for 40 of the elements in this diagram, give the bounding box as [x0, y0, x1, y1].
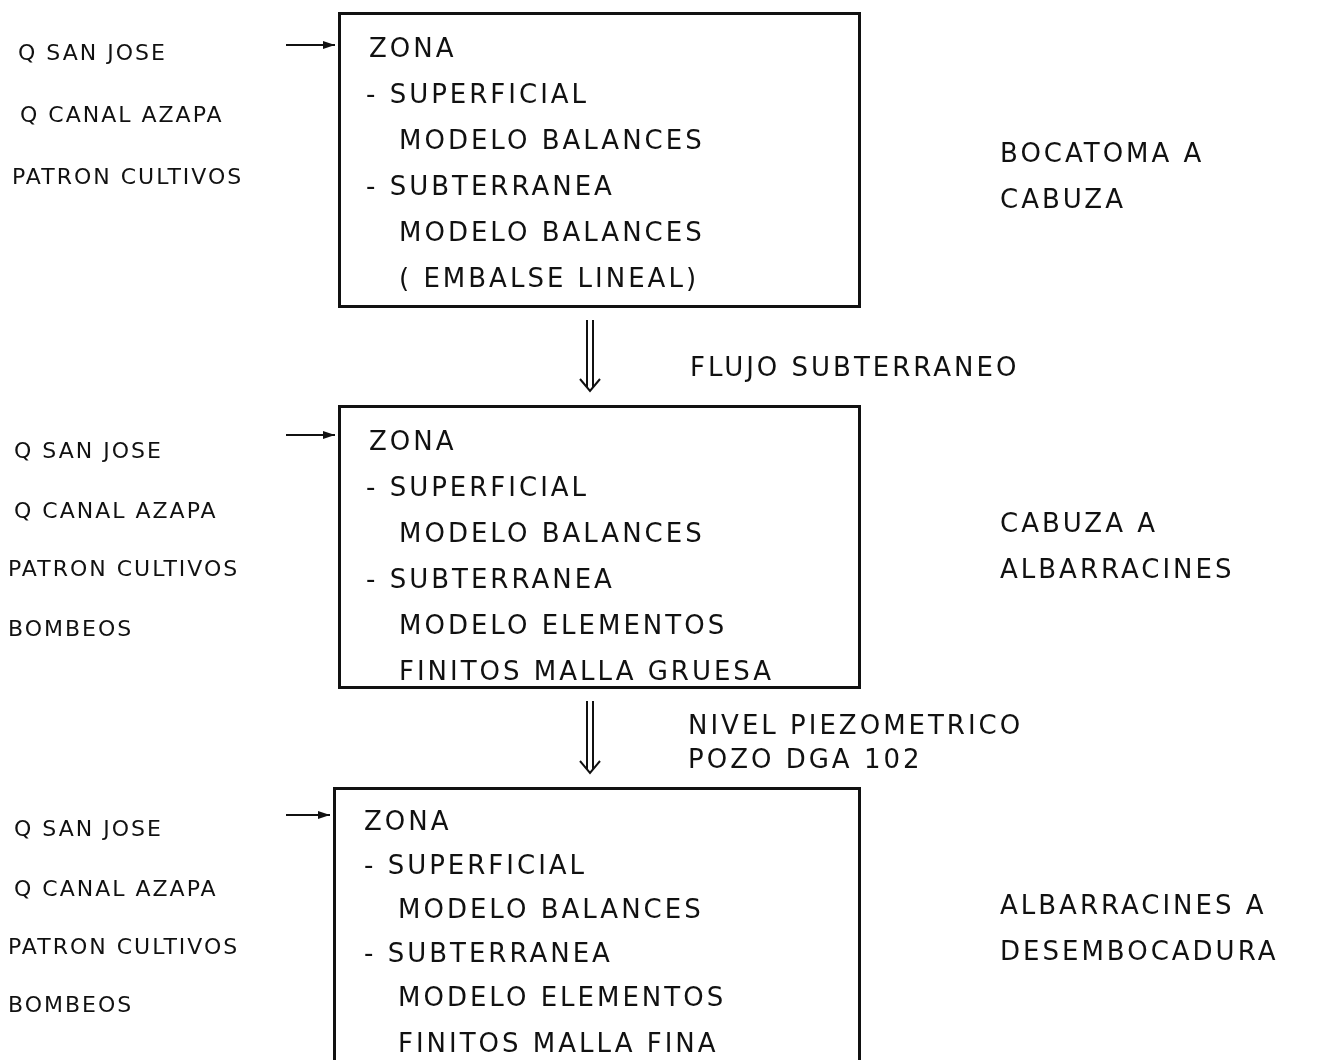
arrow [285, 41, 336, 49]
box-text: MODELO BALANCES [398, 894, 704, 924]
box-text: MODELO ELEMENTOS [398, 982, 727, 1012]
box-text: MODELO ELEMENTOS [399, 610, 728, 640]
input-label: BOMBEOS [8, 615, 134, 643]
section-label: ALBARRACINES A DESEMBOCADURA [1000, 889, 1280, 968]
arrow [285, 431, 336, 439]
input-label: Q CANAL AZAPA [20, 101, 224, 129]
process-box [338, 12, 861, 308]
box-text: - SUBTERRANEA [366, 171, 615, 201]
input-label: BOMBEOS [8, 991, 134, 1019]
section-label: BOCATOMA A CABUZA [1000, 137, 1206, 216]
process-box [338, 405, 861, 689]
box-text: MODELO BALANCES [399, 518, 705, 548]
section-label: CABUZA A ALBARRACINES [1000, 507, 1236, 586]
input-label: PATRON CULTIVOS [8, 933, 240, 961]
arrow [579, 319, 601, 393]
box-text: MODELO BALANCES [399, 217, 705, 247]
input-label: Q SAN JOSE [14, 437, 163, 465]
input-label: PATRON CULTIVOS [12, 163, 244, 191]
box-text: ZONA [369, 33, 457, 63]
box-text: - SUBTERRANEA [366, 564, 615, 594]
input-label: Q SAN JOSE [14, 815, 163, 843]
box-text: - SUBTERRANEA [364, 938, 613, 968]
box-text: FINITOS MALLA GRUESA [399, 656, 775, 686]
box-text: - SUPERFICIAL [366, 472, 590, 502]
box-text: - SUPERFICIAL [366, 79, 590, 109]
input-label: Q CANAL AZAPA [14, 875, 218, 903]
input-label: PATRON CULTIVOS [8, 555, 240, 583]
box-text: MODELO BALANCES [399, 125, 705, 155]
process-box [333, 787, 861, 1060]
arrow [579, 700, 601, 775]
box-text: - SUPERFICIAL [364, 850, 588, 880]
arrow [285, 811, 331, 819]
box-text: ZONA [369, 426, 457, 456]
input-label: Q CANAL AZAPA [14, 497, 218, 525]
box-text: ZONA [364, 806, 452, 836]
box-text: ( EMBALSE LINEAL) [399, 263, 700, 293]
input-label: Q SAN JOSE [18, 39, 167, 67]
box-text: FINITOS MALLA FINA [398, 1028, 719, 1058]
